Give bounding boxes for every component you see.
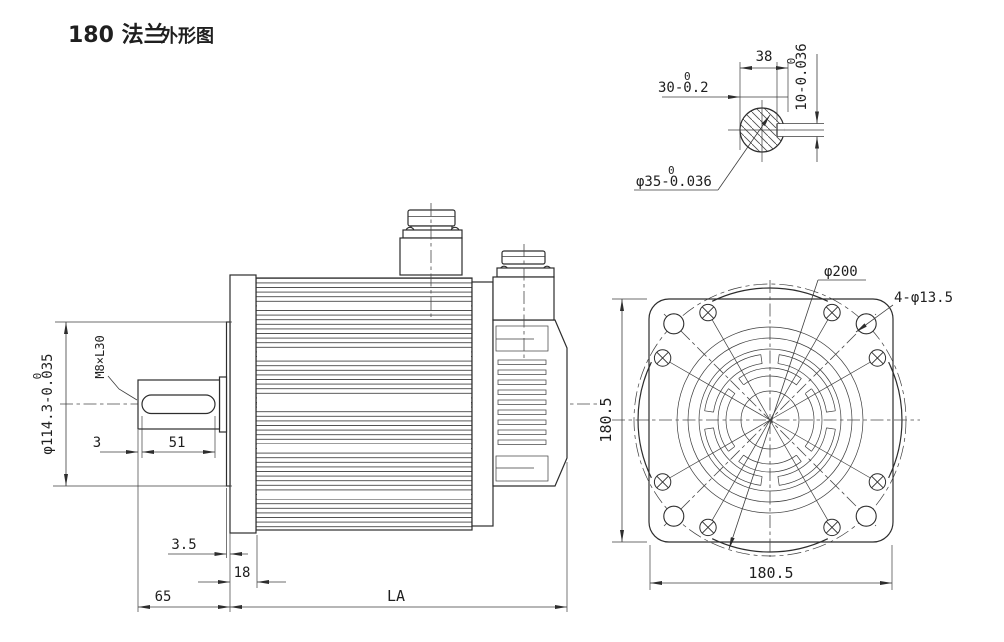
shaft-cross-section	[728, 100, 824, 162]
dim-pilot-depth: 3.5	[168, 488, 248, 558]
flange-plate-side	[229, 274, 257, 534]
dim-flat-30: 30-0.2 0	[658, 70, 788, 99]
title-secondary: 外形图	[160, 25, 214, 47]
dim-shaft-diameter-35: φ35-0.036 0	[634, 114, 771, 191]
shaft-shoulder	[218, 376, 228, 433]
dim-pilot-diameter: φ114.3-0.035 0	[31, 321, 232, 487]
encoder-housing	[492, 319, 568, 487]
dim-3-label: 3	[93, 435, 101, 451]
dim-keyway-38: 38	[740, 49, 788, 70]
dim-30-upper-tol: 0	[684, 70, 691, 83]
shaft-section-detail: 38 30-0.2 0 10-0.036 0	[634, 43, 824, 191]
bolt-circle	[633, 283, 907, 557]
dim-18-label: 18	[234, 565, 251, 581]
mounting-hole-icon	[663, 313, 685, 335]
front-view: φ200 4-φ13.5 180.5 180.5	[597, 264, 953, 590]
dim-flange-width: 180.5	[649, 545, 893, 590]
dim-width-label: 180.5	[748, 564, 793, 582]
dim-10-label: 10-0.036	[794, 43, 810, 110]
dim-phi35-label: φ35-0.036	[636, 174, 712, 190]
dim-flange-height: 180.5	[597, 298, 647, 543]
bolt-circle-callout: φ200	[728, 264, 866, 550]
tapped-hole-callout: M8×L30	[93, 335, 138, 401]
dim-lengths: 65 LA	[138, 462, 568, 612]
screw-radials	[662, 312, 878, 528]
screw-hole-icon	[653, 349, 672, 367]
dim-phi114-label: φ114.3-0.035	[40, 353, 56, 454]
title-primary: 180 法兰	[68, 22, 166, 48]
dim-10-upper-tol: 0	[785, 58, 798, 65]
dim-la-label: LA	[387, 587, 405, 605]
screw-hole-icon	[699, 303, 717, 322]
motor-body	[255, 277, 473, 531]
dim-phi200-label: φ200	[824, 264, 858, 280]
dim-key-position: 3 51	[93, 416, 216, 612]
mounting-hole-icon	[855, 313, 877, 335]
mounting-hole-callout: 4-φ13.5	[855, 290, 953, 333]
screw-hole-icon	[823, 303, 841, 322]
dim-flange-thickness: 18	[198, 535, 286, 588]
dim-3-5-label: 3.5	[171, 537, 196, 553]
dim-phi35-upper-tol: 0	[668, 164, 675, 177]
screw-hole-icon	[653, 473, 672, 491]
screw-hole-icon	[699, 518, 717, 537]
dim-38-label: 38	[756, 49, 773, 65]
dim-30-label: 30-0.2	[658, 80, 709, 96]
screw-hole-icon	[868, 473, 887, 491]
mounting-hole-icon	[855, 505, 877, 527]
drawing-title: 180 法兰 外形图	[68, 22, 214, 48]
side-view: φ114.3-0.035 0 M8×L30 3 51 3.5	[31, 203, 600, 612]
shaft-keyway	[141, 394, 216, 415]
encoder-connector	[492, 244, 555, 360]
power-connector	[399, 203, 463, 320]
mounting-hole-icon	[663, 505, 685, 527]
output-shaft	[137, 379, 221, 430]
screw-hole-icon	[868, 349, 887, 367]
rear-end-plate	[471, 281, 494, 527]
dim-height-label: 180.5	[597, 397, 615, 442]
vent-slot-ring-outer	[703, 353, 837, 487]
dim-phi114-upper-tol: 0	[31, 373, 44, 380]
dim-keyway-depth-10: 10-0.036 0	[785, 43, 819, 162]
dim-65-label: 65	[155, 589, 172, 605]
tap-label: M8×L30	[93, 335, 107, 378]
dim-51-label: 51	[169, 435, 186, 451]
dim-4xphi13-label: 4-φ13.5	[894, 290, 953, 306]
screw-hole-icon	[823, 518, 841, 537]
